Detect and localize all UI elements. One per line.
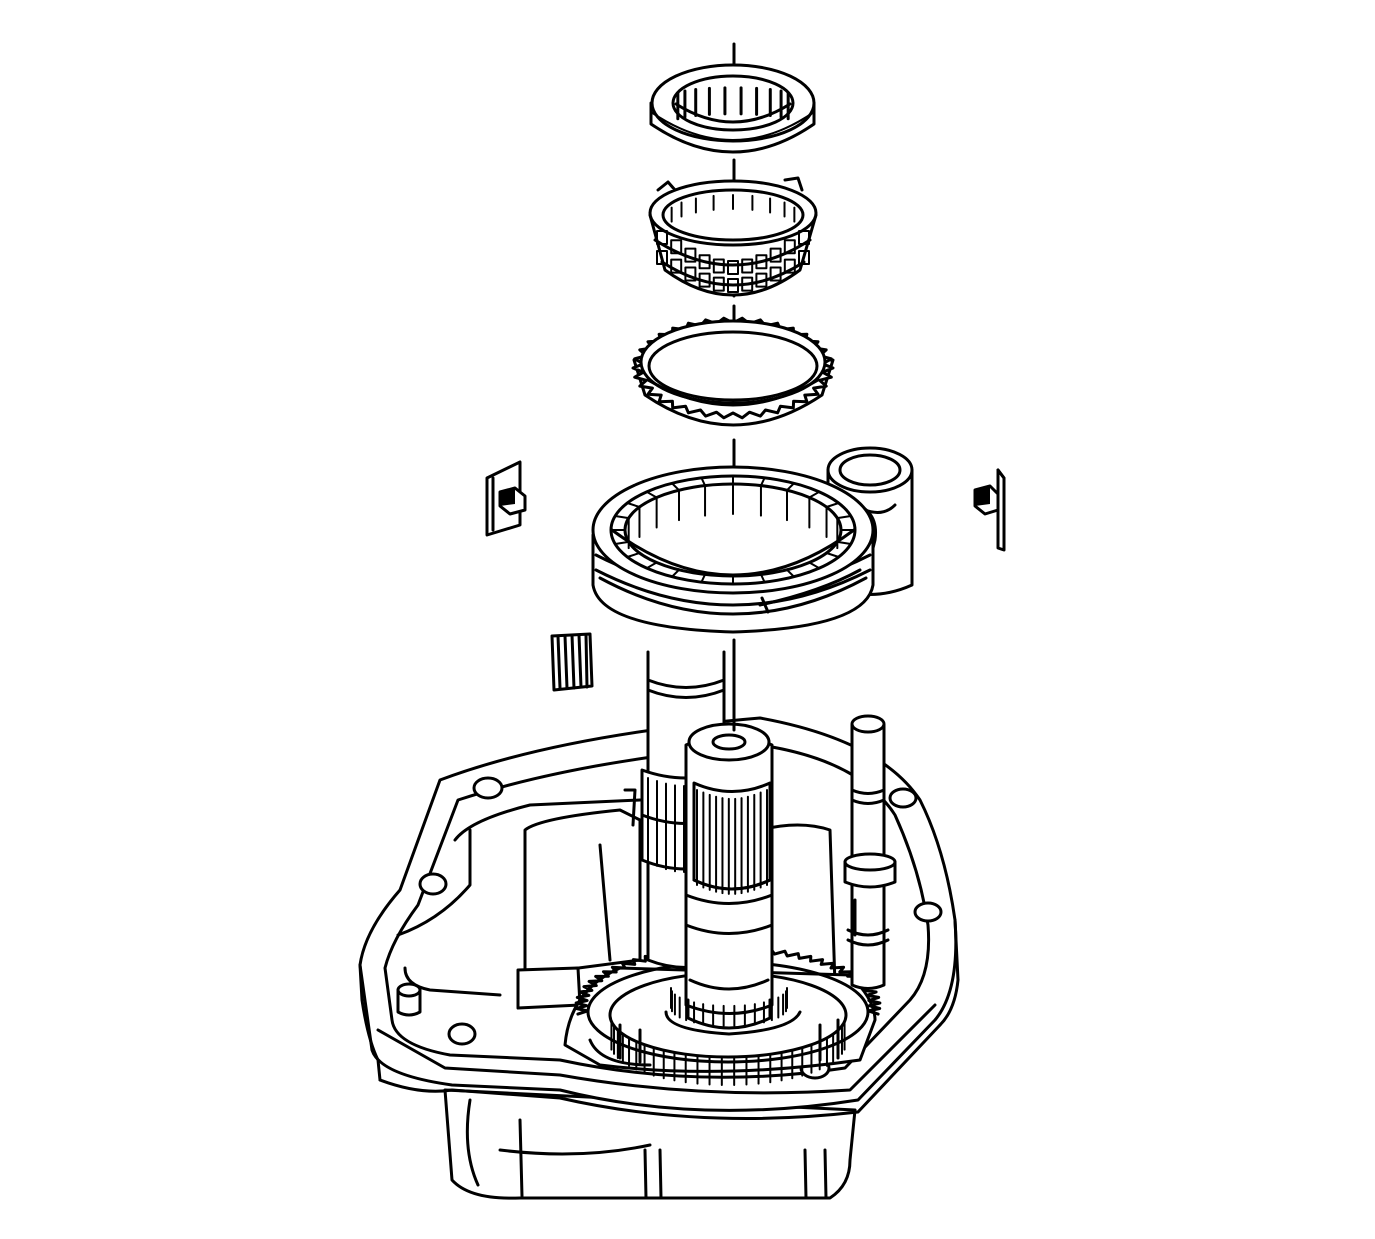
shift-rail <box>843 714 897 990</box>
lower-gear-assembly <box>563 945 882 1086</box>
dowel-pin <box>396 982 422 1017</box>
needle-bearing-cage <box>648 176 818 297</box>
output-shaft <box>664 722 802 1036</box>
synchronizer-key-left <box>485 460 527 537</box>
bearing-cup <box>649 63 816 154</box>
synchronizer-key-right <box>973 468 1006 552</box>
needle-roller-set <box>550 632 594 692</box>
synchronizer-blocker-ring <box>631 316 835 427</box>
synchronizer-sleeve-and-hub <box>591 446 914 634</box>
